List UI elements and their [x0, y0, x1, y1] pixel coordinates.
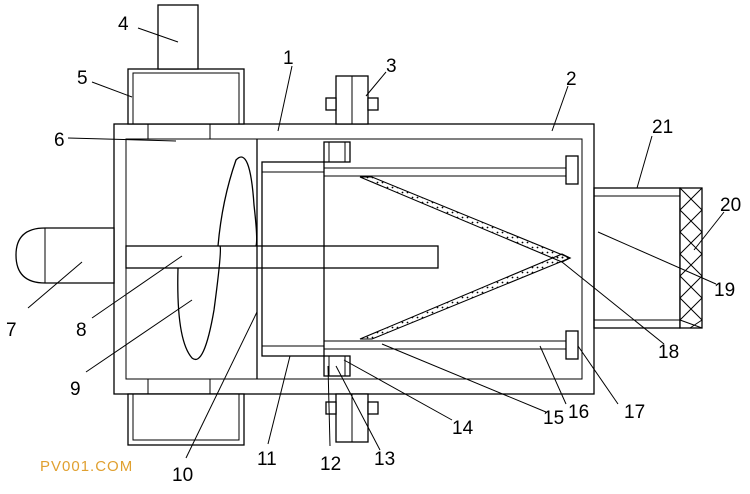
callout-19: 19: [714, 280, 735, 301]
callout-4: 4: [118, 14, 129, 35]
bottom-discharge: [127, 379, 245, 446]
drive-shaft: [125, 245, 439, 269]
callouts: 4 5 6 1 3 2 21 20 7 8 9 10 11 12 13 14 1…: [6, 14, 741, 486]
callout-11: 11: [257, 449, 277, 470]
callout-21: 21: [652, 117, 673, 138]
callout-15: 15: [543, 408, 564, 429]
outlet-duct: [593, 187, 681, 329]
conical-screen: [359, 176, 572, 340]
callout-8: 8: [76, 320, 87, 341]
callout-7: 7: [6, 320, 17, 341]
callout-12: 12: [320, 454, 341, 475]
feed-hopper: [127, 68, 245, 139]
seal-rings: [323, 141, 351, 377]
callout-18: 18: [658, 342, 679, 363]
motor: [15, 227, 115, 284]
callout-2: 2: [566, 69, 577, 90]
spiral-blade: [177, 156, 258, 361]
callout-10: 10: [172, 465, 193, 486]
callout-14: 14: [452, 418, 474, 439]
watermark: PV001.COM: [40, 458, 133, 475]
callout-5: 5: [77, 68, 88, 89]
filter-screen: [679, 187, 703, 329]
rail-end-blocks: [565, 155, 579, 360]
callout-1: 1: [283, 48, 294, 69]
callout-20: 20: [720, 195, 741, 216]
callout-6: 6: [54, 130, 65, 151]
top-mount-bracket: [325, 75, 379, 125]
callout-3: 3: [386, 56, 397, 77]
callout-17: 17: [624, 402, 645, 423]
leader-lines: [27, 27, 725, 459]
screen-drum-frame: [261, 161, 325, 357]
callout-16: 16: [568, 402, 589, 423]
bottom-mount-bracket: [325, 393, 379, 443]
callout-13: 13: [374, 449, 395, 470]
callout-9: 9: [70, 379, 81, 400]
